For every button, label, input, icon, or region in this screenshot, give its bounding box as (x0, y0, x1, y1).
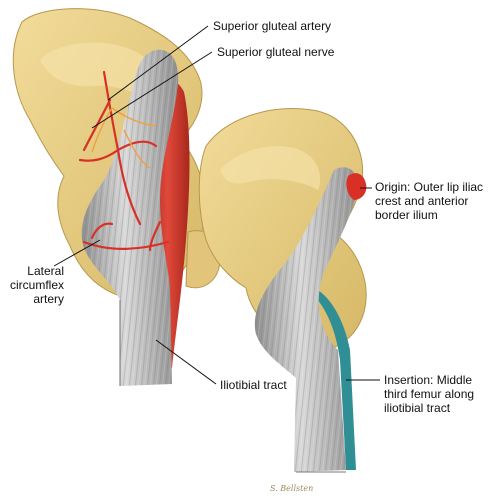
leader-iliotibial-tract (155, 339, 217, 385)
label-lateral-line3: artery (33, 292, 64, 306)
right-origin-patch (346, 173, 367, 200)
label-origin-line3: border ilium (375, 208, 438, 222)
leader-superior-gluteal-nerve (91, 51, 213, 129)
leader-lateral-circumflex (53, 239, 101, 267)
label-origin: Origin: Outer lip iliac crest and anteri… (375, 180, 495, 222)
label-iliotibial-tract: Iliotibial tract (220, 378, 287, 392)
label-lateral-line1: Lateral (27, 264, 64, 278)
label-origin-line1: Origin: Outer lip iliac (375, 180, 484, 194)
label-insertion-line3: iliotibial tract (384, 401, 451, 415)
label-origin-line2: crest and anterior (375, 194, 469, 208)
label-superior-gluteal-nerve: Superior gluteal nerve (217, 45, 335, 59)
artist-signature: S. Bellsten (270, 484, 314, 493)
right-figure (198, 108, 367, 472)
right-insertion-accent (314, 290, 356, 470)
leader-superior-gluteal-artery (107, 25, 209, 101)
left-figure (12, 8, 221, 387)
leader-lines (53, 25, 380, 385)
label-insertion-line2: third femur along (384, 387, 475, 401)
label-lateral-circumflex-artery: Lateral circumflex artery (4, 264, 64, 306)
label-superior-gluteal-artery: Superior gluteal artery (213, 19, 332, 33)
label-lateral-line2: circumflex (9, 278, 64, 292)
label-insertion: Insertion: Middle third femur along ilio… (384, 373, 496, 415)
right-pelvis-inner-shadow (220, 146, 321, 190)
left-nerves (91, 107, 157, 169)
label-insertion-line1: Insertion: Middle (384, 373, 473, 387)
